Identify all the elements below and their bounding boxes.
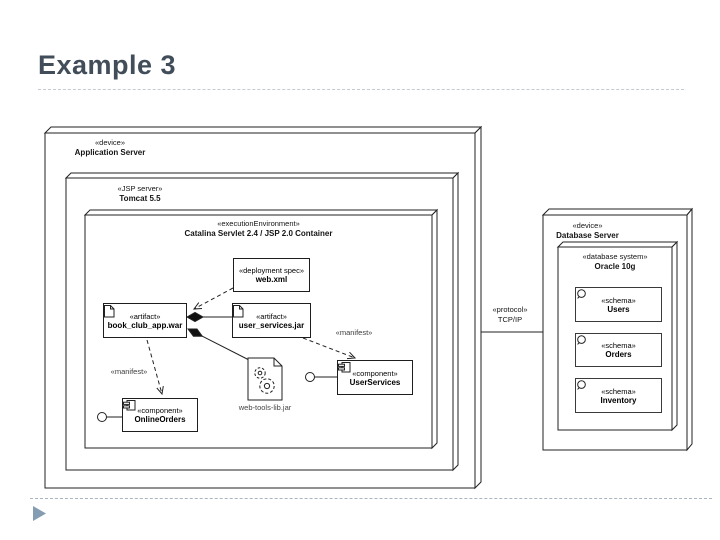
manifest-arrow-left (146, 339, 164, 396)
webtools-jar-label: web-tools-lib.jar (238, 403, 292, 412)
component-user-services-name: UserServices (349, 377, 401, 387)
tomcat-stereotype: «JSP server» (117, 184, 163, 193)
component-icon (338, 362, 351, 373)
component-online-orders-box: «component» OnlineOrders (122, 398, 198, 432)
artifact-jar-box: «artifact» user_services.jar (232, 303, 311, 338)
component-user-services-box: «component» UserServices (337, 360, 413, 395)
composition-link-jar (185, 311, 232, 323)
artifact-jar-name: user_services.jar (238, 320, 305, 330)
schema-users-box: «schema» Users (575, 287, 662, 322)
execution-environment-stereotype: «executionEnvironment» (217, 219, 300, 228)
oracle-name: Oracle 10g (594, 261, 636, 271)
component-online-orders-name: OnlineOrders (134, 415, 186, 424)
artifact-war-box: «artifact» book_club_app.war (103, 303, 187, 338)
footer-separator-line (30, 498, 712, 499)
tomcat-label: «JSP server» Tomcat 5.5 (70, 184, 210, 204)
schema-icon (577, 335, 586, 345)
schema-users-name: Users (607, 304, 630, 314)
manifest-arrow-right (302, 337, 357, 360)
webtools-jar-file-icon (247, 357, 283, 401)
tomcat-name: Tomcat 5.5 (119, 193, 161, 203)
application-server-stereotype: «device» (94, 138, 126, 147)
component-icon (123, 400, 136, 411)
schema-inventory-box: «schema» Inventory (575, 378, 662, 413)
artifact-war-stereotype: «artifact» (129, 311, 161, 321)
database-server-label: «device» Database Server (545, 221, 630, 241)
execution-environment-name: Catalina Servlet 2.4 / JSP 2.0 Container (184, 228, 333, 238)
deployment-spec-stereotype: «deployment spec» (238, 266, 305, 275)
component-online-orders-stereotype: «component» (137, 406, 183, 415)
title-separator-line (38, 89, 684, 90)
artifact-war-name: book_club_app.war (107, 320, 183, 330)
schema-orders-box: «schema» Orders (575, 333, 662, 367)
execution-environment-label: «executionEnvironment» Catalina Servlet … (85, 219, 432, 239)
protocol-stereotype: «protocol» (492, 305, 528, 314)
slide-footer-triangle-icon (33, 506, 46, 521)
deployment-spec-name: web.xml (255, 275, 288, 284)
protocol-label: «protocol» TCP/IP (476, 305, 544, 325)
deploy-spec-dependency-arrow (192, 287, 234, 310)
user-services-interface-lollipop (305, 372, 337, 382)
schema-users-stereotype: «schema» (601, 295, 636, 305)
artifact-file-icon (104, 305, 115, 318)
manifest-label-right: «manifest» (335, 328, 373, 337)
artifact-jar-stereotype: «artifact» (256, 311, 287, 321)
schema-orders-stereotype: «schema» (601, 341, 636, 350)
database-server-name: Database Server (556, 230, 619, 240)
schema-inventory-stereotype: «schema» (601, 386, 636, 396)
artifact-file-icon (233, 305, 244, 318)
schema-icon (577, 289, 586, 299)
page-title: Example 3 (38, 50, 177, 80)
manifest-label-left: «manifest» (110, 367, 148, 376)
oracle-stereotype: «database system» (582, 252, 648, 261)
database-server-stereotype: «device» (572, 221, 603, 230)
deployment-spec-box: «deployment spec» web.xml (233, 258, 310, 292)
component-user-services-stereotype: «component» (352, 368, 398, 378)
application-server-name: Application Server (74, 147, 146, 157)
schema-orders-name: Orders (605, 350, 632, 359)
schema-inventory-name: Inventory (600, 395, 637, 405)
application-server-label: «device» Application Server (50, 138, 170, 158)
protocol-name: TCP/IP (497, 314, 523, 324)
oracle-label: «database system» Oracle 10g (558, 252, 672, 272)
online-orders-interface-lollipop (97, 412, 122, 422)
schema-icon (577, 380, 586, 390)
composition-link-webtools (187, 328, 252, 362)
